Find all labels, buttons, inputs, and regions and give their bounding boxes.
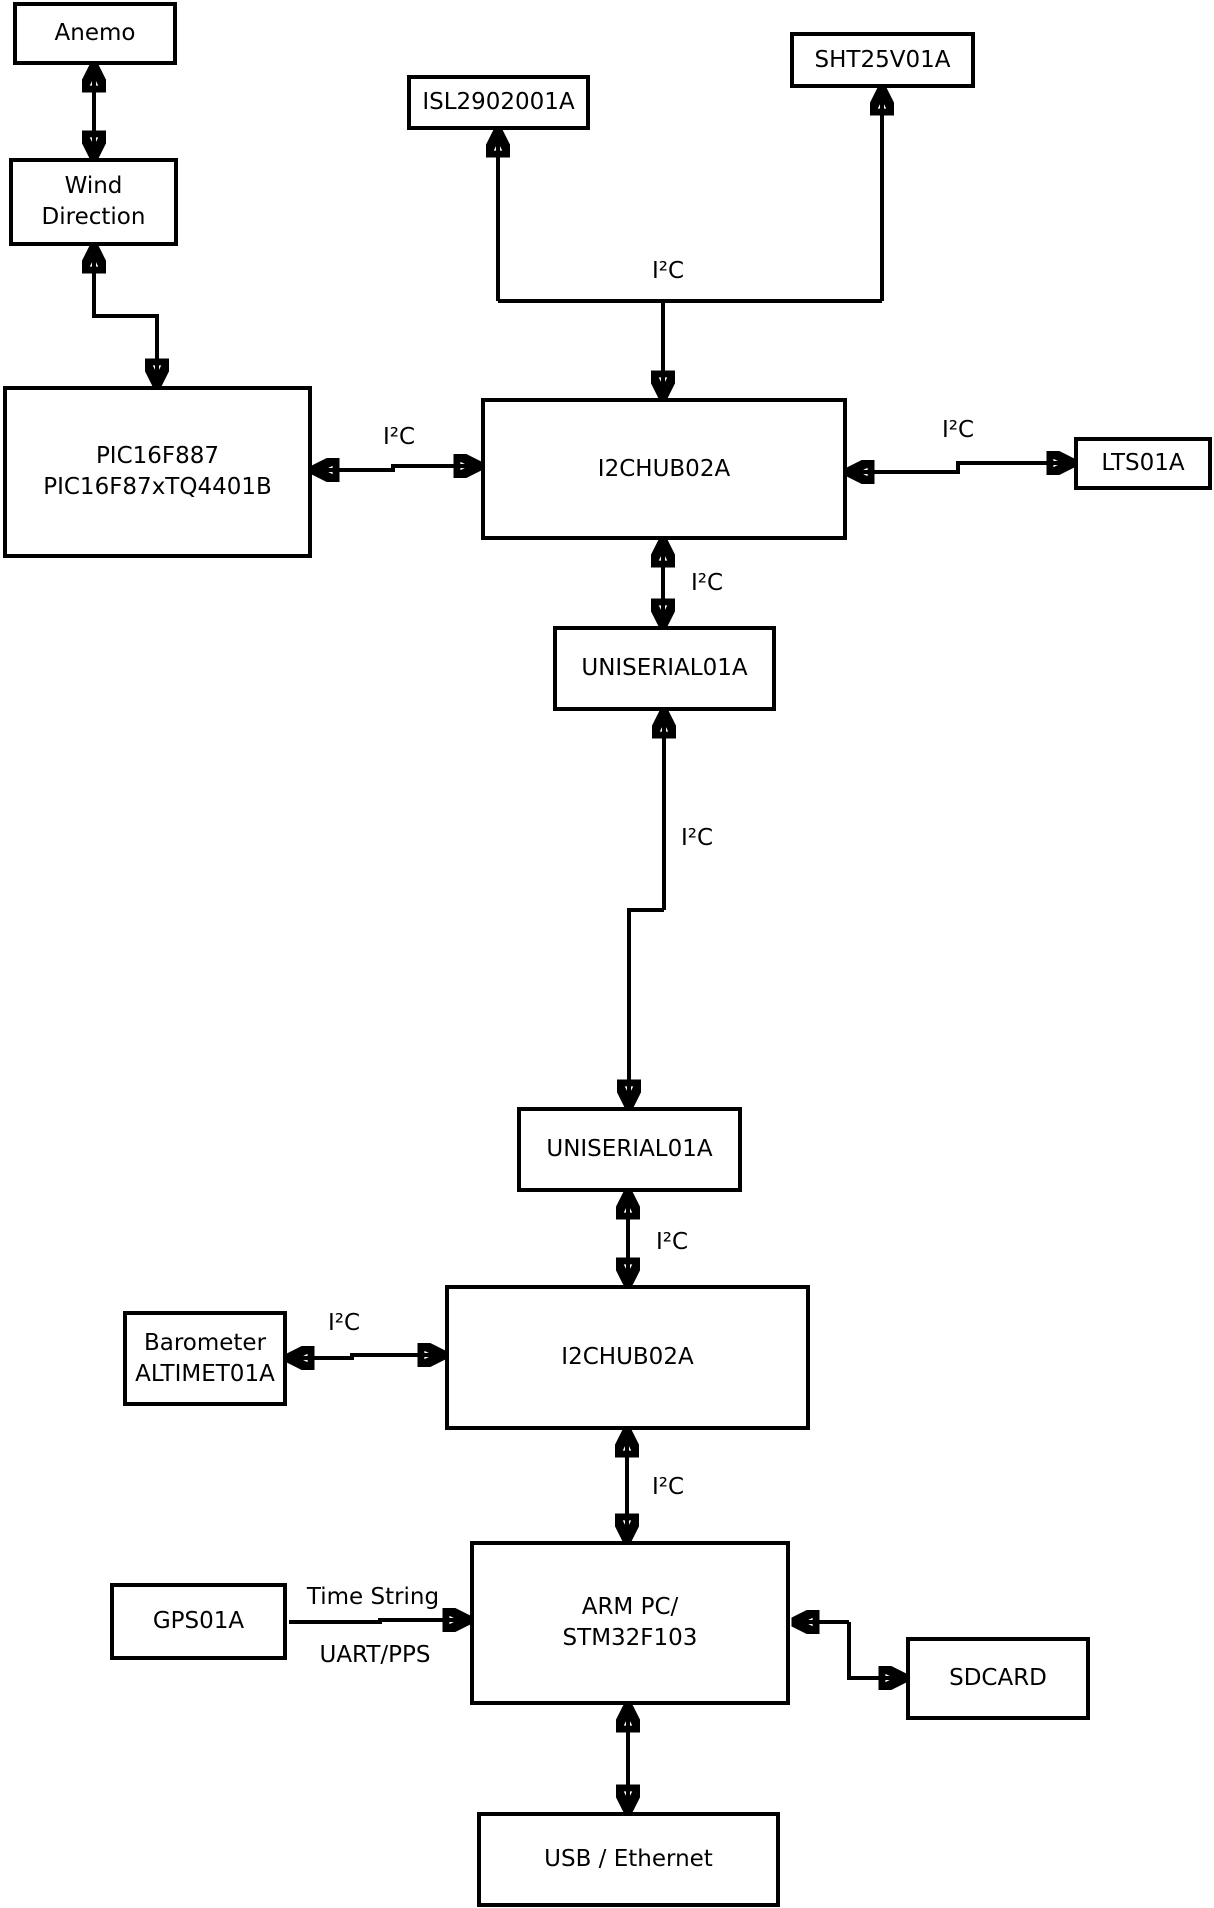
node-pic16f887-label-line1: PIC16F887 xyxy=(95,443,220,469)
node-lts01a: LTS01A xyxy=(1074,437,1212,490)
node-i2chub02a-2-label: I2CHUB02A xyxy=(561,1344,694,1370)
arrow-gps-arm xyxy=(289,1620,465,1622)
node-pic16f887-label-line2: PIC16F87xTQ4401B xyxy=(43,474,272,500)
node-arm-label-line2: STM32F103 xyxy=(562,1625,698,1651)
arrow-hub1-lts xyxy=(852,463,1069,472)
node-sdcard-label: SDCARD xyxy=(949,1665,1047,1691)
arrow-arm-to-sdcard xyxy=(847,1622,901,1678)
node-wind-direction-label-line1: Wind xyxy=(64,173,123,199)
node-usb-ethernet-label: USB / Ethernet xyxy=(544,1846,713,1872)
node-uniserial01a-1: UNISERIAL01A xyxy=(553,626,776,711)
edge-label-i2c-hub1-uniserial1: I²C xyxy=(688,570,726,596)
arrow-barometer-hub2 xyxy=(292,1355,440,1358)
node-gps01a: GPS01A xyxy=(110,1583,287,1660)
edge-label-i2c-hub1-lts: I²C xyxy=(939,417,977,443)
node-anemo: Anemo xyxy=(13,2,177,65)
node-barometer-altimet01a: Barometer ALTIMET01A xyxy=(123,1311,287,1406)
node-uniserial01a-1-label: UNISERIAL01A xyxy=(581,655,748,681)
node-arm-label-line1: ARM PC/ xyxy=(581,1594,679,1620)
edge-label-i2c-pic-hub1: I²C xyxy=(380,424,418,450)
node-uniserial01a-2-label: UNISERIAL01A xyxy=(546,1136,713,1162)
arrow-pic-hub1 xyxy=(317,466,476,470)
arrow-link-to-uniserial2 xyxy=(629,908,664,1102)
edge-label-i2c-uniserial2-hub2: I²C xyxy=(653,1229,691,1255)
node-barometer-label-line1: Barometer xyxy=(143,1329,267,1356)
node-i2chub02a-2: I2CHUB02A xyxy=(445,1285,810,1430)
edge-label-i2c-uniserial-link: I²C xyxy=(678,825,716,851)
edge-label-i2c-barometer-hub2: I²C xyxy=(325,1310,363,1336)
node-sht25v01a-label: SHT25V01A xyxy=(814,46,951,73)
node-i2chub02a-1-label: I2CHUB02A xyxy=(597,455,731,482)
node-arm-pc-stm32f103: ARM PC/ STM32F103 xyxy=(470,1541,790,1705)
node-pic16f887: PIC16F887 PIC16F87xTQ4401B xyxy=(3,386,312,558)
node-barometer-label-line2: ALTIMET01A xyxy=(135,1360,275,1387)
node-sht25v01a: SHT25V01A xyxy=(790,32,975,88)
node-uniserial01a-2: UNISERIAL01A xyxy=(517,1107,742,1192)
node-wind-direction: Wind Direction xyxy=(9,158,178,246)
arrow-winddirection-pic xyxy=(94,251,157,381)
node-sdcard: SDCARD xyxy=(906,1637,1090,1720)
node-gps01a-label: GPS01A xyxy=(152,1608,245,1634)
node-isl2902001a: ISL2902001A xyxy=(407,75,590,130)
node-usb-ethernet: USB / Ethernet xyxy=(477,1812,780,1907)
edge-label-i2c-hub2-arm: I²C xyxy=(649,1474,687,1500)
node-wind-direction-label-line2: Direction xyxy=(41,204,146,230)
edge-label-gps-time-string: Time String xyxy=(304,1584,442,1610)
node-isl2902001a-label: ISL2902001A xyxy=(422,89,575,115)
edge-label-gps-uart-pps: UART/PPS xyxy=(317,1642,433,1668)
edge-label-i2c-sensor-bus: I²C xyxy=(649,258,687,284)
node-lts01a-label: LTS01A xyxy=(1101,450,1185,476)
node-anemo-label: Anemo xyxy=(54,20,136,46)
node-i2chub02a-1: I2CHUB02A xyxy=(481,398,847,540)
